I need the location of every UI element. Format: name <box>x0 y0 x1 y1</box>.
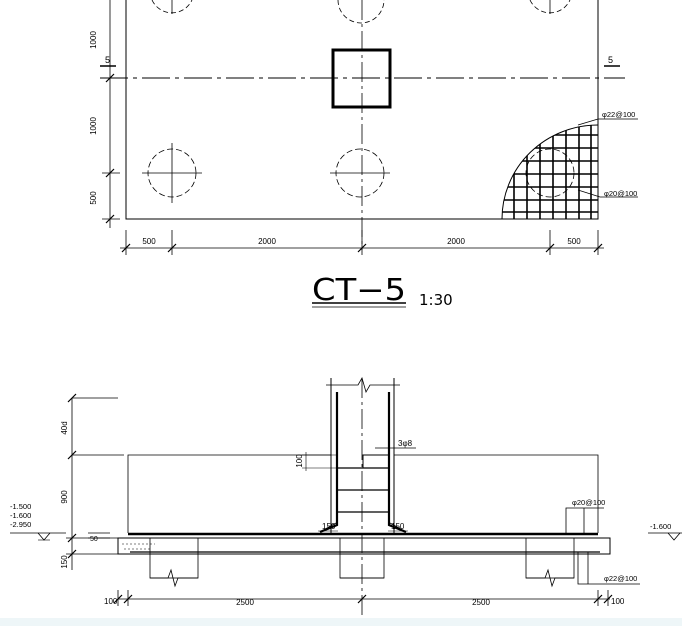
drawing-scale: 1:30 <box>419 291 453 309</box>
section-view <box>10 376 682 618</box>
bottom-strip <box>0 618 682 626</box>
column-square <box>331 48 392 109</box>
section-pile-middle <box>339 537 385 579</box>
section-rebar-bottom-label: φ22@100 <box>604 574 637 583</box>
section-texts: -1.500 -1.600 -2.950 -1.600 40d 900 50 1… <box>10 421 671 607</box>
section-bottom-dim-100-right: 100 <box>611 597 625 606</box>
column-rebar-right <box>387 392 407 534</box>
pile-bottom-right <box>525 148 575 198</box>
section-pile-right <box>525 537 575 588</box>
section-bottom-dim-2500-left: 2500 <box>236 598 254 607</box>
section-rebar-bottom-leader <box>577 552 640 585</box>
column-break <box>326 376 400 394</box>
plan-bottom-dim-500-left: 500 <box>142 237 156 246</box>
pile-bottom-left <box>142 143 202 203</box>
plan-view <box>100 0 638 308</box>
plan-left-dim-1000-bottom: 1000 <box>89 117 98 135</box>
rebar-top-leader <box>577 118 638 126</box>
footing-top-line <box>127 454 331 533</box>
slab-hatch <box>122 543 155 550</box>
section-dim-50: 50 <box>90 536 98 543</box>
pile-top-middle <box>337 0 385 24</box>
plan-left-dim-1000-top: 1000 <box>89 31 98 49</box>
drawing-title: CT−5 <box>312 273 406 308</box>
section-mark-left: 5 <box>105 55 110 65</box>
column-rebar-label: 3φ8 <box>398 439 413 448</box>
plan-rebar-top-label: φ22@100 <box>602 110 635 119</box>
column-rebar-left <box>319 392 339 534</box>
plan-rebar-bottom-label: φ20@100 <box>604 189 637 198</box>
level-right: -1.600 <box>650 522 671 531</box>
rebar-mesh-boundary <box>501 124 599 220</box>
pile-top-left <box>151 0 193 14</box>
section-dim-150: 150 <box>60 555 69 569</box>
haunch-right <box>389 522 407 533</box>
plan-left-dim-500: 500 <box>89 191 98 205</box>
section-rebar-top-label: φ20@100 <box>572 498 605 507</box>
rebar-mesh <box>502 125 598 219</box>
haunch-left <box>319 522 337 533</box>
haunch-left-label: 150 <box>322 522 336 531</box>
level-left-1: -1.500 <box>10 502 31 511</box>
pile-bottom-middle <box>330 148 390 198</box>
plan-texts: 5 5 1000 1000 500 500 2000 2000 500 φ22@… <box>89 31 637 309</box>
rebar-bottom-leader <box>577 189 638 198</box>
pile-top-right <box>529 0 571 14</box>
section-bottom-dim-100-left: 100 <box>104 597 118 606</box>
section-dim-40d: 40d <box>60 421 69 434</box>
section-rebar-top-leader <box>565 507 604 534</box>
section-pile-left <box>149 537 199 588</box>
section-dim-900: 900 <box>60 490 69 504</box>
section-mark-right: 5 <box>608 55 613 65</box>
plan-bottom-dim-2000-left: 2000 <box>258 237 276 246</box>
plan-bottom-dim-500-right: 500 <box>567 237 581 246</box>
level-left-2: -1.600 <box>10 511 31 520</box>
plan-bottom-dim-2000-right: 2000 <box>447 237 465 246</box>
level-left-3: -2.950 <box>10 520 31 529</box>
section-bottom-dim-2500-right: 2500 <box>472 598 490 607</box>
stirrup-dim: 100 <box>295 454 304 468</box>
haunch-right-label: 150 <box>391 522 405 531</box>
